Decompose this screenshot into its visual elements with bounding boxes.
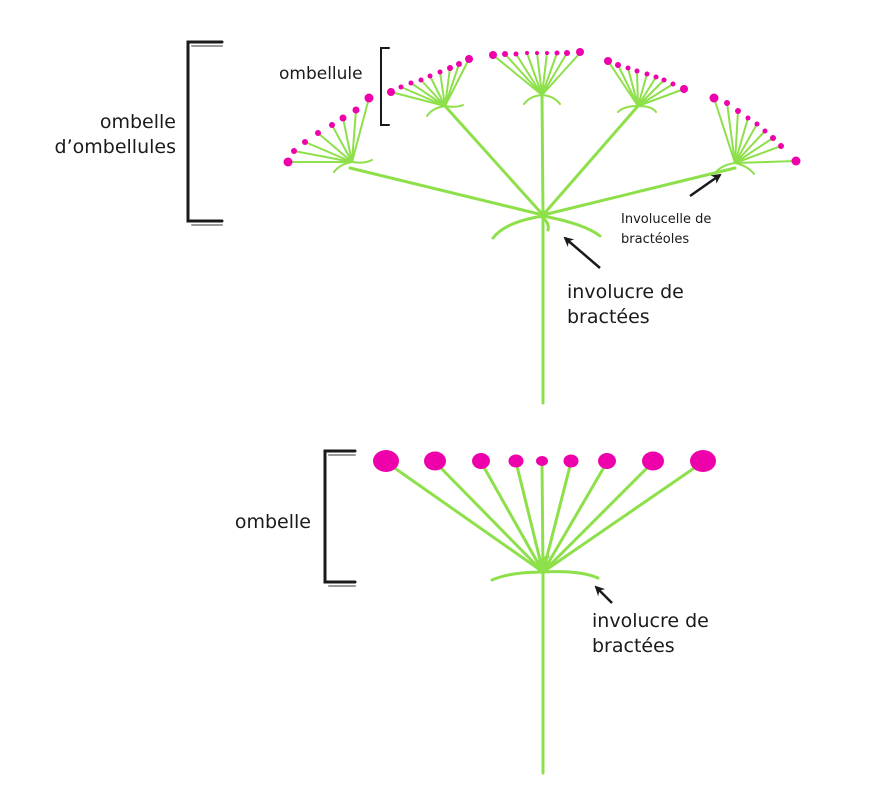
label-involucre-simple-line1: involucre de (592, 610, 709, 632)
umbellet-far-right (709, 93, 801, 175)
ray-1 (348, 166, 545, 217)
simple-umbel: ombelle involucre de bractées (235, 449, 716, 775)
label-umbel-of-umbellets-line2: d’ombellules (55, 136, 176, 158)
label-umbel: ombelle (235, 511, 311, 533)
ray-2 (443, 104, 545, 217)
label-involucre-compound-line1: involucre de (567, 281, 684, 303)
involucre-bract-right (541, 214, 602, 238)
label-involucel-line1: Involucelle de (621, 212, 711, 227)
arrow-involucel (689, 173, 722, 198)
simple-umbel-stems (384, 460, 705, 775)
label-involucre-compound-line2: bractées (567, 306, 650, 328)
label-involucel-line2: bractéoles (621, 232, 689, 247)
simple-involucre-left (490, 570, 545, 582)
label-umbel-of-umbellets-line1: ombelle (100, 111, 176, 133)
ray-3 (540, 93, 545, 217)
ray-5 (541, 166, 737, 217)
umbellet-left (387, 55, 473, 117)
involucre-bract-center (538, 214, 550, 232)
umbellet-right (604, 57, 688, 113)
compound-umbel-stems (348, 93, 737, 405)
simple-umbel-flowers (373, 450, 716, 472)
label-involucre-simple-line2: bractées (592, 635, 675, 657)
label-umbellet: ombellule (279, 64, 363, 84)
bracket-umbel-of-umbellets (186, 40, 224, 226)
umbellet-far-left (283, 93, 374, 173)
umbellet-center (489, 48, 584, 105)
ray-4 (541, 104, 640, 217)
compound-umbel: ombelle d’ombellules ombellule (55, 40, 801, 405)
arrow-involucre-compound (563, 236, 601, 269)
bracket-umbellet (380, 47, 390, 126)
arrow-involucre-simple (594, 585, 613, 604)
simple-involucre-right (541, 570, 600, 580)
involucre-bract-left (491, 214, 545, 240)
bracket-umbel (323, 449, 357, 587)
